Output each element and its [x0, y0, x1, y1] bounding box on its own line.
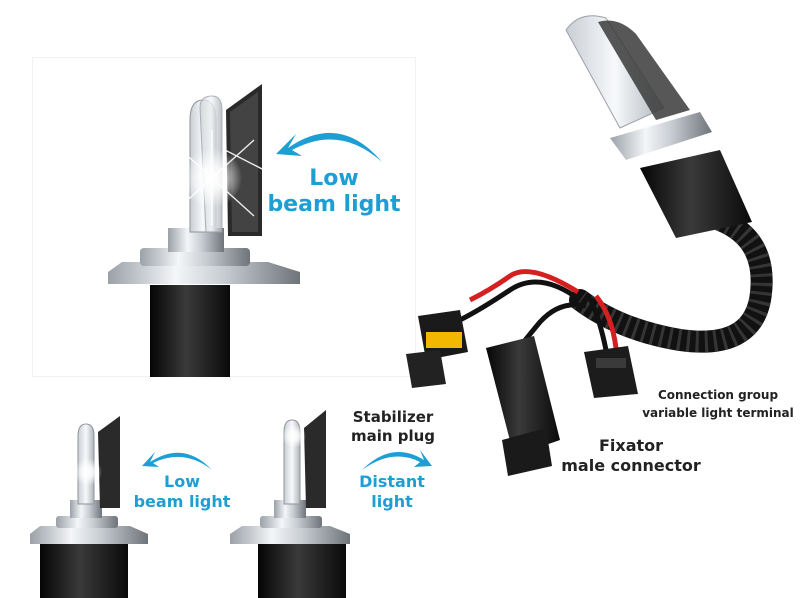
stabilizer-line1: Stabilizer — [352, 408, 434, 426]
fixator-line1: Fixator — [598, 436, 664, 455]
connection-group-label: Connection group variable light terminal — [638, 386, 798, 422]
connection-group-line1: Connection group — [657, 388, 779, 402]
large-bulb — [108, 84, 300, 377]
distant-light-label: Distant light — [346, 472, 438, 512]
top-low-beam-line2: beam light — [267, 192, 401, 217]
fixator-line2: male connector — [561, 456, 701, 475]
arc-arrow-right-icon — [362, 450, 432, 470]
connection-group-line2: variable light terminal — [642, 406, 794, 420]
stabilizer-label: Stabilizer main plug — [338, 408, 448, 446]
arc-arrow-left-icon — [142, 452, 212, 470]
bottom-low-beam-line1: Low — [164, 472, 200, 491]
distant-light-line1: Distant — [359, 472, 425, 491]
top-low-beam-line1: Low — [309, 166, 359, 191]
bottom-low-beam-line2: beam light — [133, 492, 231, 511]
arc-arrow-left-icon — [276, 132, 382, 162]
bottom-low-beam-label: Low beam light — [122, 472, 242, 512]
distant-light-line2: light — [371, 492, 413, 511]
fixator-label: Fixator male connector — [552, 436, 710, 476]
stabilizer-line2: main plug — [350, 427, 436, 445]
small-bulb-low — [30, 416, 148, 598]
top-low-beam-label: Low beam light — [262, 166, 406, 218]
harness-bulb — [406, 15, 773, 476]
small-bulb-distant — [230, 410, 350, 598]
